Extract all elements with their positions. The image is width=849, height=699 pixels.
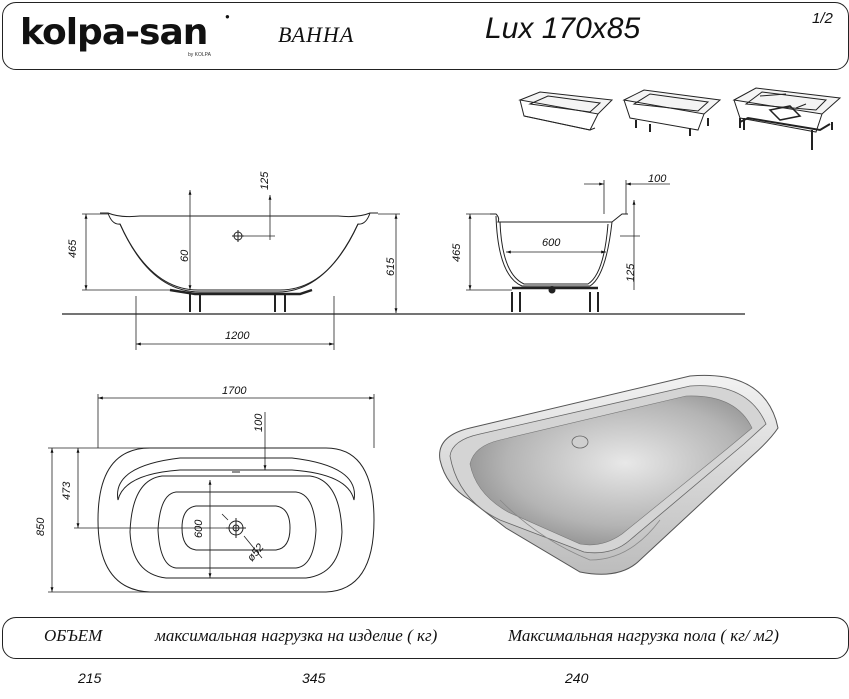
front-elevation <box>100 212 378 312</box>
document-type: ВАННА <box>278 22 355 47</box>
side-elevation <box>490 213 628 312</box>
thumbnail-tub-with-legs <box>622 89 722 136</box>
side-rim-label: 100 <box>648 173 667 185</box>
side-dimensions <box>466 180 670 291</box>
front-depth-label: 465 <box>67 239 79 258</box>
side-inner-width-label: 600 <box>542 237 561 249</box>
plan-rim-label: 100 <box>253 413 265 432</box>
plan-inner-label: 600 <box>193 519 205 538</box>
front-height-label: 615 <box>385 257 397 276</box>
spec-label-max-load-product: максимальная нагрузка на изделие ( кг) <box>155 626 438 645</box>
plan-view <box>97 447 375 593</box>
thumbnail-tub-plain <box>518 91 614 131</box>
plan-width-label: 850 <box>35 517 47 536</box>
side-rim-height-label: 125 <box>625 263 637 282</box>
plan-half-width-label: 473 <box>61 481 73 500</box>
model-name: Lux 170x85 <box>485 12 641 45</box>
side-depth-label: 465 <box>451 243 463 262</box>
front-drain-offset-label: 125 <box>259 171 271 190</box>
thumbnail-tub-with-frame <box>732 87 842 150</box>
plan-length-label: 1700 <box>222 385 247 397</box>
spec-value-max-load-floor: 240 <box>565 670 589 686</box>
spec-value-max-load-product: 345 <box>302 670 326 686</box>
brand-logo: kolpa-san <box>20 12 208 53</box>
spec-label-volume: ОБЪЕМ <box>44 626 103 645</box>
tub-3d-render <box>439 374 779 575</box>
page-number: 1/2 <box>812 10 833 27</box>
logo-registered-mark: ● <box>225 12 230 21</box>
plan-drain-label: ø52 <box>245 542 266 564</box>
brand-subtitle: by KOLPA <box>188 52 211 58</box>
plan-dimensions <box>48 394 375 593</box>
front-leg-span-label: 1200 <box>225 330 250 342</box>
spec-label-max-load-floor: Максимальная нагрузка пола ( кг/ м2) <box>508 626 779 645</box>
front-dimensions <box>82 190 400 350</box>
technical-drawing: 465 125 60 615 1200 100 465 <box>35 87 842 593</box>
front-drain-height-label: 60 <box>179 249 191 262</box>
spec-value-volume: 215 <box>78 670 102 686</box>
